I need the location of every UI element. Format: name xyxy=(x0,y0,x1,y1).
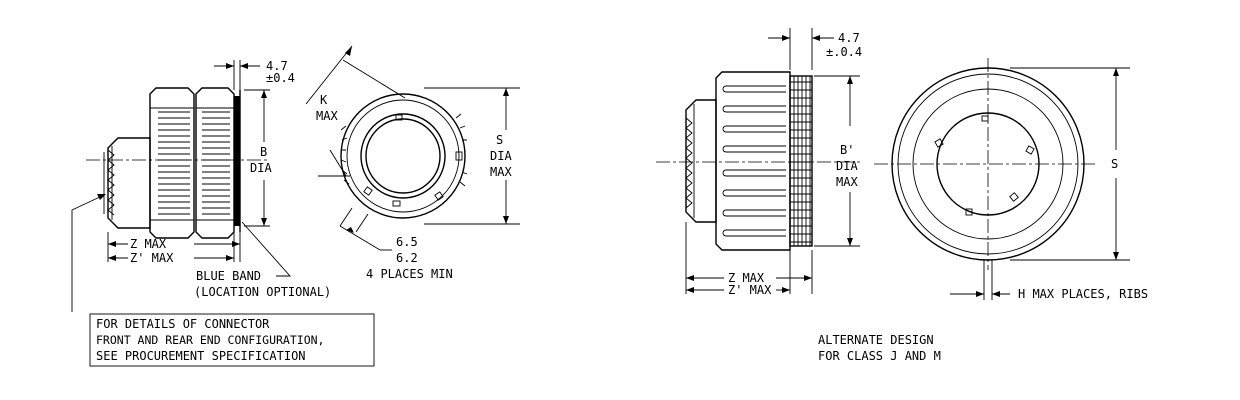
left-b-dia-label: DIA xyxy=(250,161,272,175)
left-z-max-label: Z MAX xyxy=(130,237,167,251)
s-dia-label: DIA xyxy=(490,149,512,163)
left-knurl xyxy=(158,111,230,215)
left-band-dim-bottom: ±0.4 xyxy=(266,71,295,85)
note-box xyxy=(89,313,375,367)
blue-band-label: BLUE BAND xyxy=(196,269,261,283)
left-rear-thread xyxy=(107,149,115,216)
alt-band-dim-bottom: ±.0.4 xyxy=(826,45,862,59)
alt-caption-1: ALTERNATE DESIGN xyxy=(818,333,934,347)
alt-caption-2: FOR CLASS J AND M xyxy=(818,349,941,363)
left-z-prime-max-label: Z' MAX xyxy=(130,251,174,265)
note-line-3: SEE PROCUREMENT SPECIFICATION xyxy=(96,349,306,363)
alt-knurl-band xyxy=(789,75,813,247)
flat-dim-bottom: 6.2 xyxy=(396,251,418,265)
alt-rear-thread xyxy=(685,117,693,209)
location-optional-label: (LOCATION OPTIONAL) xyxy=(194,285,331,299)
alt-b-max-label: MAX xyxy=(836,175,858,189)
left-band-dim-top: 4.7 xyxy=(266,59,288,73)
end-view-outer-ring xyxy=(340,93,466,219)
k-label: K xyxy=(320,93,328,107)
end-view xyxy=(305,45,520,251)
alt-band-dim-top: 4.7 xyxy=(838,31,860,45)
alt-z-prime-max-label: Z' MAX xyxy=(728,283,772,297)
h-max-label: H MAX PLACES, RIBS xyxy=(1018,287,1148,301)
left-side-view xyxy=(71,60,375,367)
four-places-label: 4 PLACES MIN xyxy=(366,267,453,281)
k-max-label: MAX xyxy=(316,109,338,123)
b-prime-label: B' xyxy=(840,143,854,157)
note-line-1: FOR DETAILS OF CONNECTOR xyxy=(96,317,270,331)
flat-dim-top: 6.5 xyxy=(396,235,418,249)
note-line-2: FRONT AND REAR END CONFIGURATION, xyxy=(96,333,324,347)
alternate-side-view xyxy=(656,28,860,294)
s-label: S xyxy=(496,133,503,147)
left-b-label: B xyxy=(260,145,267,159)
s-max-label: MAX xyxy=(490,165,512,179)
alt-b-dia-label: DIA xyxy=(836,159,858,173)
blue-band xyxy=(234,96,240,226)
alt-z-max-label: Z MAX xyxy=(728,271,765,285)
alt-s-label: S xyxy=(1111,157,1118,171)
alternate-end-view xyxy=(874,58,1130,300)
